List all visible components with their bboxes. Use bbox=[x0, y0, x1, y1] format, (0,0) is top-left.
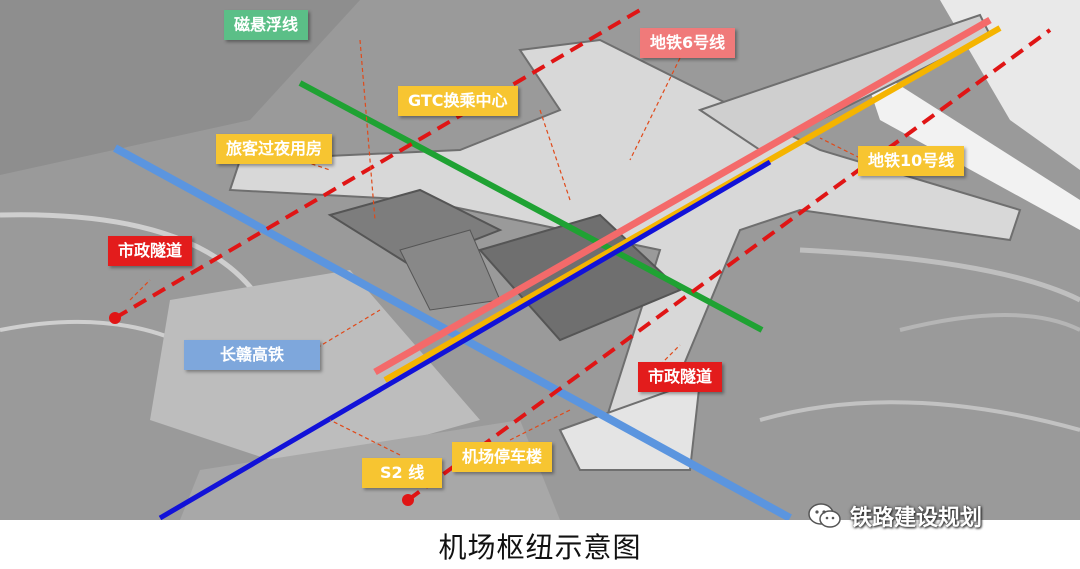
tunnel-label-right: 市政隧道 bbox=[638, 362, 723, 392]
figure-caption: 机场枢纽示意图 bbox=[438, 531, 642, 564]
metro-6-label: 地铁6号线 bbox=[640, 28, 736, 58]
changgan-hsr-line bbox=[113, 144, 792, 520]
gtc-label: GTC换乘中心 bbox=[398, 86, 518, 116]
tunnel-endpoint-left bbox=[109, 312, 121, 324]
watermark: 铁路建设规划 bbox=[808, 500, 982, 532]
s2-line-label: S2 线 bbox=[362, 458, 443, 488]
metro-10-label: 地铁10号线 bbox=[858, 146, 965, 176]
wechat-icon bbox=[808, 503, 841, 528]
tunnel-line-left bbox=[113, 8, 642, 320]
tunnel-endpoint-right bbox=[402, 494, 414, 506]
parking-label: 机场停车楼 bbox=[452, 442, 553, 472]
tunnel-label-left: 市政隧道 bbox=[108, 236, 193, 266]
s2-line bbox=[158, 159, 772, 520]
changgan-hsr-label: 长赣高铁 bbox=[184, 340, 321, 370]
metro-10-line bbox=[383, 25, 1002, 383]
maglev-label: 磁悬浮线 bbox=[224, 10, 309, 40]
hotel-label: 旅客过夜用房 bbox=[216, 134, 333, 164]
tunnel-line-right bbox=[406, 28, 1052, 502]
metro-6-line bbox=[373, 16, 992, 376]
watermark-text: 铁路建设规划 bbox=[850, 506, 983, 531]
maglev-line bbox=[298, 80, 764, 333]
